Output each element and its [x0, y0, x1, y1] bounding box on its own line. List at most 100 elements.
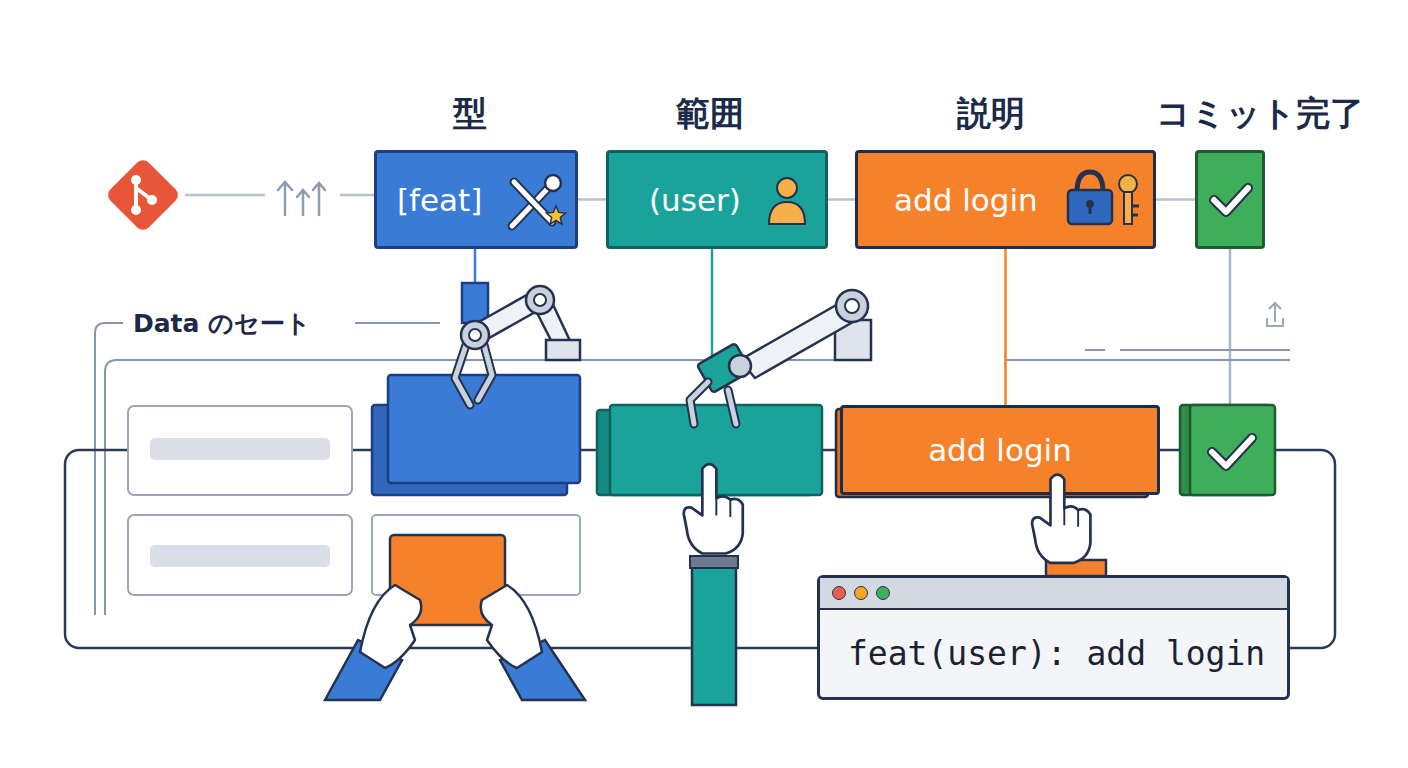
robot-arm — [533, 298, 578, 358]
robot-arm — [690, 382, 736, 424]
pointing-hand-figure — [1046, 560, 1106, 576]
type-box: 型[feat] — [374, 150, 578, 249]
panel-outline — [95, 323, 123, 615]
pointing-hand-figure — [684, 464, 743, 553]
column-heading: 説明 — [957, 91, 1025, 137]
pointing-hand-figure — [1032, 475, 1106, 576]
check-icon — [1214, 188, 1248, 212]
holding-hands — [500, 640, 585, 700]
git-logo — [131, 175, 141, 185]
connector-line — [828, 198, 855, 201]
terminal-window: feat(user): add login — [817, 575, 1290, 700]
description-box: 説明add login — [855, 150, 1156, 249]
check-icon — [1214, 188, 1248, 212]
description-block: add login — [840, 405, 1160, 495]
done-block — [1190, 405, 1275, 495]
git-logo — [131, 205, 141, 215]
box-label: add login — [843, 408, 1157, 492]
lock-key-icon — [1119, 175, 1137, 193]
lock-key-icon — [1068, 190, 1112, 224]
connector-line — [1156, 198, 1195, 201]
column-heading: 型 — [453, 91, 487, 137]
robot-arm — [455, 345, 492, 405]
lock-key-icon — [1124, 192, 1132, 224]
lock-key-icon — [1132, 206, 1139, 215]
lock-key-icon — [1089, 204, 1092, 214]
robot-arm — [740, 300, 860, 378]
holding-hands — [360, 585, 421, 668]
feat-icon — [514, 182, 552, 222]
robot-arm — [526, 286, 554, 314]
lock-key-icon — [1086, 200, 1094, 208]
drop-line — [711, 249, 714, 360]
push-arrows-icon — [278, 182, 325, 215]
robot-arm — [697, 343, 751, 393]
drop-line — [1229, 249, 1232, 405]
feat-icon — [514, 182, 552, 222]
section-label: Data のセート — [127, 307, 317, 340]
git-logo — [105, 157, 181, 233]
data-card — [128, 406, 352, 495]
holding-hands — [390, 535, 505, 625]
drop-line — [475, 249, 1230, 405]
git-logo — [136, 180, 152, 210]
panel-outline — [105, 360, 870, 615]
lock-key-icon — [1077, 172, 1103, 192]
push-arrows-icon — [313, 183, 325, 215]
panel-outline — [95, 323, 1290, 615]
feat-icon — [512, 184, 552, 226]
robot-arm — [468, 292, 546, 342]
upload-icon — [1267, 303, 1283, 326]
panel-outline — [1005, 359, 1290, 361]
data-card — [150, 545, 330, 567]
feat-icon — [512, 175, 566, 226]
robot-arm — [455, 283, 580, 405]
drop-line — [474, 249, 477, 285]
done-block — [1180, 405, 1275, 495]
column-heading: コミット完了 — [1156, 91, 1364, 137]
connector-line — [1004, 249, 1007, 405]
panel-outline — [355, 322, 440, 324]
commit-done-box: コミット完了 — [1195, 150, 1265, 249]
flow-line — [340, 194, 374, 197]
connector-line — [578, 198, 606, 201]
type-block — [372, 375, 580, 495]
data-card — [372, 515, 580, 595]
user-icon — [777, 178, 797, 198]
user-icon — [769, 178, 805, 224]
scope-block — [610, 405, 822, 495]
robot-arm — [845, 299, 859, 313]
feat-icon — [545, 175, 561, 191]
done-block — [1212, 438, 1252, 466]
feat-icon — [512, 184, 552, 226]
check-icon — [1214, 188, 1248, 212]
box-label: [feat] — [397, 153, 482, 246]
robot-arm — [469, 329, 481, 341]
type-block — [388, 375, 580, 483]
robot-arm — [546, 340, 580, 360]
window-title-bar — [820, 578, 1287, 610]
flow-line — [185, 194, 374, 197]
robot-arm — [729, 355, 751, 377]
window-dot — [876, 586, 890, 600]
upload-icon — [1267, 303, 1283, 326]
scope-block — [597, 405, 822, 495]
robot-arm — [835, 320, 871, 360]
data-card — [150, 438, 330, 460]
git-logo — [147, 195, 157, 205]
column-heading: 範囲 — [676, 91, 744, 137]
robot-arm — [534, 294, 546, 306]
holding-hands — [481, 585, 542, 668]
robot-arm — [455, 345, 492, 405]
robot-arm — [462, 283, 488, 323]
panel-outline — [1085, 349, 1290, 351]
done-block — [1212, 438, 1252, 466]
flow-line — [185, 194, 265, 197]
commit-message: feat(user): add login — [848, 610, 1265, 697]
data-card — [128, 515, 352, 595]
pointing-hand-figure — [684, 464, 743, 705]
push-arrows-icon — [297, 190, 309, 215]
lock-key-icon — [1068, 172, 1139, 224]
